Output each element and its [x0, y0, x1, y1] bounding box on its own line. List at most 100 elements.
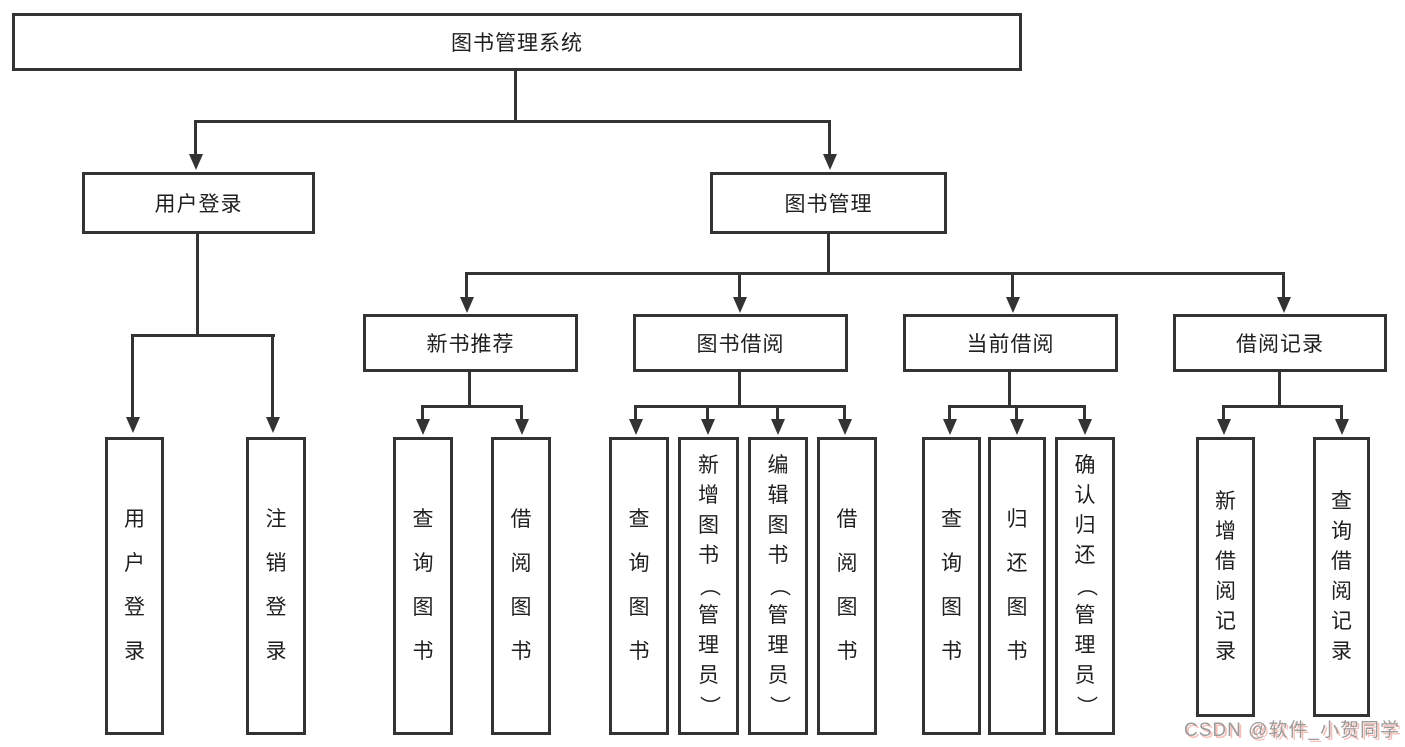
vertical-char: 图: [1006, 596, 1028, 619]
vertical-char: 书: [510, 640, 532, 663]
vertical-char: 图: [698, 514, 719, 537]
connector-book-management-to-level3-arrowhead-icon: [460, 297, 474, 313]
vertical-char: 录: [1331, 640, 1352, 663]
connector-new-book-to-leaves-stem: [468, 371, 471, 408]
connector-book-management-to-level3-stem: [827, 233, 830, 275]
vertical-char: 管: [767, 604, 789, 627]
connector-book-borrow-to-leaves-drop-line: [843, 405, 846, 421]
node-root-library-management-system: 图书管理系统: [12, 13, 1022, 71]
connector-records-to-leaves-arrowhead-icon: [1217, 419, 1231, 435]
connector-new-book-to-leaves-drop-line: [520, 405, 523, 421]
leaf-query-books: 查询图书: [922, 437, 981, 735]
vertical-char: 图: [941, 596, 962, 619]
connector-records-to-leaves-drop-line: [1340, 405, 1343, 421]
vertical-char: 书: [1006, 640, 1028, 663]
vertical-char: 图: [628, 596, 650, 619]
leaf-query-borrow-record: 查询借阅记录: [1313, 437, 1370, 717]
leaf-label: 归还图书: [1007, 498, 1028, 674]
vertical-char: 借: [510, 508, 532, 531]
leaf-query-books: 查询图书: [393, 437, 453, 735]
node-label: 借阅记录: [1236, 333, 1324, 356]
vertical-char: 登: [265, 596, 287, 619]
vertical-char: 管: [698, 604, 719, 627]
node-label: 图书管理: [784, 193, 873, 216]
leaf-label: 查询图书: [941, 498, 962, 674]
connector-new-book-to-leaves-arrowhead-icon: [416, 419, 430, 435]
connector-book-borrow-to-leaves-drop-line: [634, 405, 637, 421]
leaf-label: 确认归还（管理员）: [1074, 451, 1097, 721]
vertical-char: 增: [1215, 520, 1236, 543]
vertical-char: 归: [1006, 508, 1028, 531]
connector-book-management-to-level3-arrowhead-icon: [1277, 297, 1291, 313]
vertical-char: 理: [1074, 634, 1096, 657]
connector-root-to-level2-arrowhead-icon: [189, 154, 203, 170]
vertical-char: 录: [1215, 640, 1236, 663]
vertical-char: 询: [412, 552, 434, 575]
vertical-char: 书: [941, 640, 962, 663]
leaf-add-borrow-record: 新增借阅记录: [1196, 437, 1255, 717]
vertical-char: 编: [767, 454, 789, 477]
vertical-char: 书: [412, 640, 434, 663]
node-current-borrow: 当前借阅: [903, 314, 1118, 372]
connector-book-management-to-level3-drop-line: [1011, 272, 1014, 299]
vertical-char: 查: [1331, 490, 1352, 513]
connector-book-management-to-level3-arrowhead-icon: [733, 297, 747, 313]
connector-root-to-level2-bar: [195, 120, 831, 123]
connector-book-management-to-level3-arrowhead-icon: [1006, 297, 1020, 313]
connector-book-management-to-level3-drop-line: [738, 272, 741, 299]
vertical-char: 图: [767, 514, 789, 537]
connector-root-to-level2-arrowhead-icon: [823, 154, 837, 170]
vertical-char: 图: [412, 596, 434, 619]
leaf-label: 借阅图书: [511, 498, 532, 674]
connector-current-borrow-to-leaves-arrowhead-icon: [1078, 419, 1092, 435]
leaf-query-books: 查询图书: [609, 437, 669, 735]
vertical-char: 查: [941, 508, 962, 531]
connector-book-borrow-to-leaves-arrowhead-icon: [629, 419, 643, 435]
vertical-char: 录: [265, 640, 287, 663]
csdn-watermark: CSDN @软件_小贺同学: [1184, 720, 1400, 741]
vertical-char: 确: [1074, 454, 1096, 477]
vertical-char: 理: [767, 634, 789, 657]
node-book-borrow: 图书借阅: [633, 314, 848, 372]
node-label: 当前借阅: [966, 333, 1055, 356]
connector-book-borrow-to-leaves-stem: [738, 371, 741, 408]
vertical-char: 询: [941, 552, 962, 575]
vertical-char: 登: [124, 596, 145, 619]
leaf-edit-books-admin: 编辑图书（管理员）: [748, 437, 808, 735]
vertical-char: 销: [265, 552, 287, 575]
vertical-char: 员: [698, 664, 719, 687]
connector-user-login-to-leaves-arrowhead-icon: [126, 417, 140, 433]
vertical-char: 录: [124, 640, 145, 663]
node-label: 新书推荐: [426, 333, 515, 356]
vertical-char: 查: [628, 508, 650, 531]
connector-current-borrow-to-leaves-arrowhead-icon: [1010, 419, 1024, 435]
vertical-char: 借: [1331, 550, 1352, 573]
leaf-borrow-books: 借阅图书: [491, 437, 551, 735]
vertical-char: 书: [836, 640, 858, 663]
connector-current-borrow-to-leaves-drop-line: [948, 405, 951, 421]
node-user-login: 用户登录: [82, 172, 315, 234]
vertical-char: 增: [698, 484, 719, 507]
vertical-char: 员: [767, 664, 789, 687]
vertical-char: 认: [1074, 484, 1096, 507]
vertical-char: 还: [1006, 552, 1028, 575]
leaf-label: 查询图书: [413, 498, 434, 674]
connector-user-login-to-leaves-arrowhead-icon: [266, 417, 280, 433]
vertical-char: 书: [767, 544, 789, 567]
connector-new-book-to-leaves-arrowhead-icon: [515, 419, 529, 435]
vertical-char: 新: [698, 454, 719, 477]
connector-book-borrow-to-leaves-drop-line: [776, 405, 779, 421]
vertical-char: （: [767, 575, 790, 597]
leaf-label: 注销登录: [266, 498, 287, 674]
connector-book-borrow-to-leaves-arrowhead-icon: [838, 419, 852, 435]
connector-book-borrow-to-leaves-drop-line: [706, 405, 709, 421]
connector-book-borrow-to-leaves-bar: [635, 405, 846, 408]
leaf-label: 查询图书: [629, 498, 650, 674]
vertical-char: 新: [1215, 490, 1236, 513]
node-borrow-records: 借阅记录: [1173, 314, 1387, 372]
connector-user-login-to-leaves-drop-line: [271, 334, 274, 419]
leaf-borrow-books: 借阅图书: [817, 437, 877, 735]
leaf-label: 新增图书（管理员）: [698, 451, 721, 721]
leaf-user-login: 用户登录: [105, 437, 164, 735]
